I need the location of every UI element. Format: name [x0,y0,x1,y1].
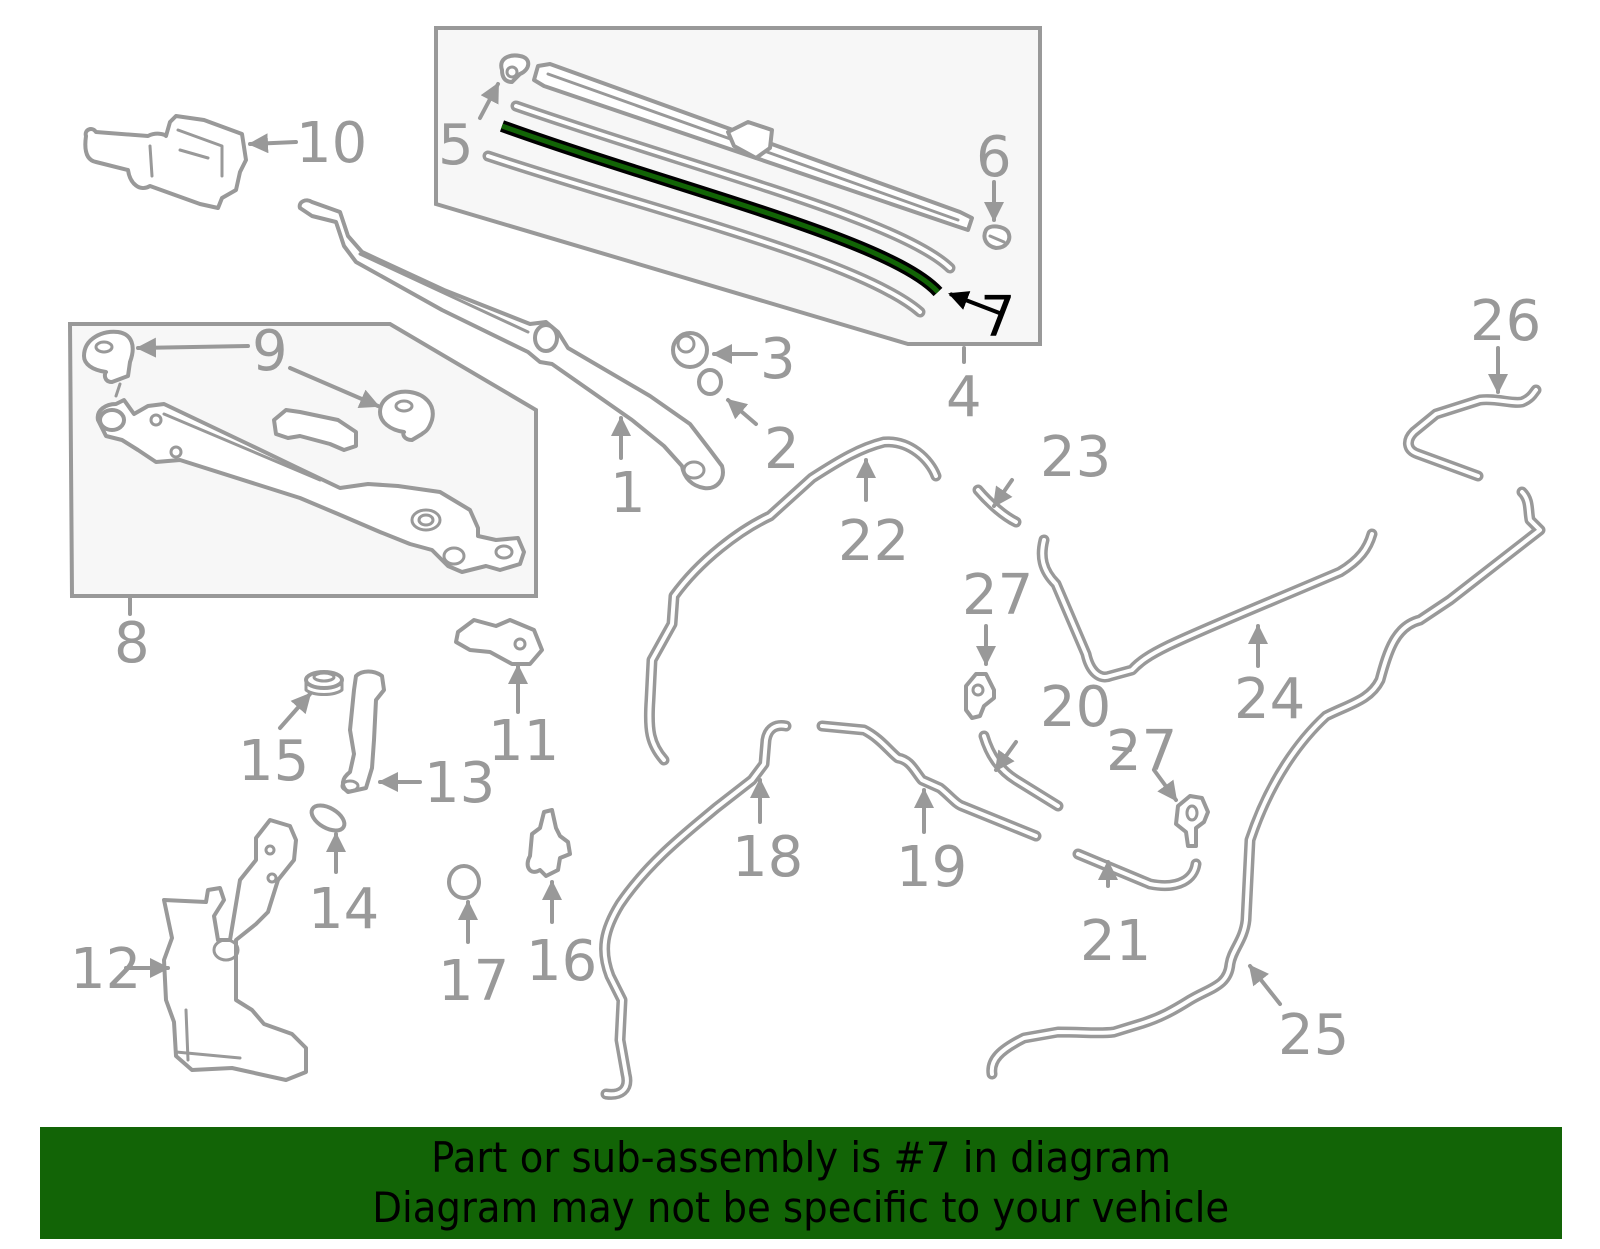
hose-25 [986,486,1546,1080]
hose-22 [643,436,942,766]
callout-8[interactable]: 8 [114,611,150,676]
callout-19[interactable]: 19 [896,835,967,900]
pivot-cap-9a [82,329,135,384]
hose-26 [1403,384,1542,482]
hose-19 [816,720,1042,842]
banner-line-disclaimer: Diagram may not be specific to your vehi… [372,1183,1230,1232]
bracket-11 [454,618,544,666]
callout-21[interactable]: 21 [1080,909,1151,974]
filler-neck-13 [340,669,386,794]
hose-24 [1036,528,1378,683]
linkage-box-8 [67,322,538,598]
callout-1[interactable]: 1 [610,461,646,526]
blade-assembly-box-4 [434,26,1042,346]
pivot-cap-9b [378,389,435,442]
cap-2 [697,368,723,396]
callout-9[interactable]: 9 [252,319,288,384]
banner-line-part-number: Part or sub-assembly is #7 in diagram [431,1133,1171,1182]
callout-24[interactable]: 24 [1234,667,1305,732]
washer-nozzle-27b [1174,794,1210,848]
callout-2[interactable]: 2 [764,417,800,482]
hose-18 [599,720,792,1100]
callout-10[interactable]: 10 [296,111,367,176]
callout-20[interactable]: 20 [1040,675,1111,740]
wiper-linkage [95,382,526,574]
callout-13[interactable]: 13 [424,751,495,816]
callout-15[interactable]: 15 [238,729,309,794]
wiper-motor-10 [83,114,248,210]
callout-12[interactable]: 12 [70,937,141,1002]
end-clip-5 [499,53,531,84]
hose-21 [1072,848,1202,891]
callout-4[interactable]: 4 [946,365,982,430]
callout-22[interactable]: 22 [838,509,909,574]
callout-25[interactable]: 25 [1278,1003,1349,1068]
callout-27a[interactable]: 27 [962,563,1033,628]
washer-pump-16 [525,808,572,878]
callout-5[interactable]: 5 [438,113,474,178]
callout-14[interactable]: 14 [308,877,379,942]
info-banner: Part or sub-assembly is #7 in diagram Di… [40,1127,1562,1239]
callout-27b[interactable]: 27 [1106,719,1177,784]
callout-17[interactable]: 17 [438,949,509,1014]
callout-11[interactable]: 11 [488,709,559,774]
o-ring-14 [309,803,347,833]
callout-7-highlighted[interactable]: 7 [980,285,1016,350]
grommet-17 [447,864,481,900]
callout-23[interactable]: 23 [1040,425,1111,490]
callout-26[interactable]: 26 [1470,289,1541,354]
callout-16[interactable]: 16 [526,929,597,994]
blade-frame [532,62,974,232]
wiper-arm-1 [297,198,725,491]
end-cap-6 [982,224,1012,250]
cap-seal-15 [304,670,344,696]
washer-tank-12 [162,818,308,1082]
wiper-blade-refill-7-highlighted[interactable] [499,120,943,297]
callout-6[interactable]: 6 [976,125,1012,190]
leader-lines [124,82,1508,1006]
callout-3[interactable]: 3 [760,327,796,392]
hose-23 [972,484,1022,528]
washer-nozzle-27a [964,672,996,720]
callout-18[interactable]: 18 [732,825,803,890]
callout-labels: 1 2 3 4 5 6 7 8 9 10 11 12 13 14 15 16 1… [70,111,1541,1068]
nut-3 [671,331,709,369]
